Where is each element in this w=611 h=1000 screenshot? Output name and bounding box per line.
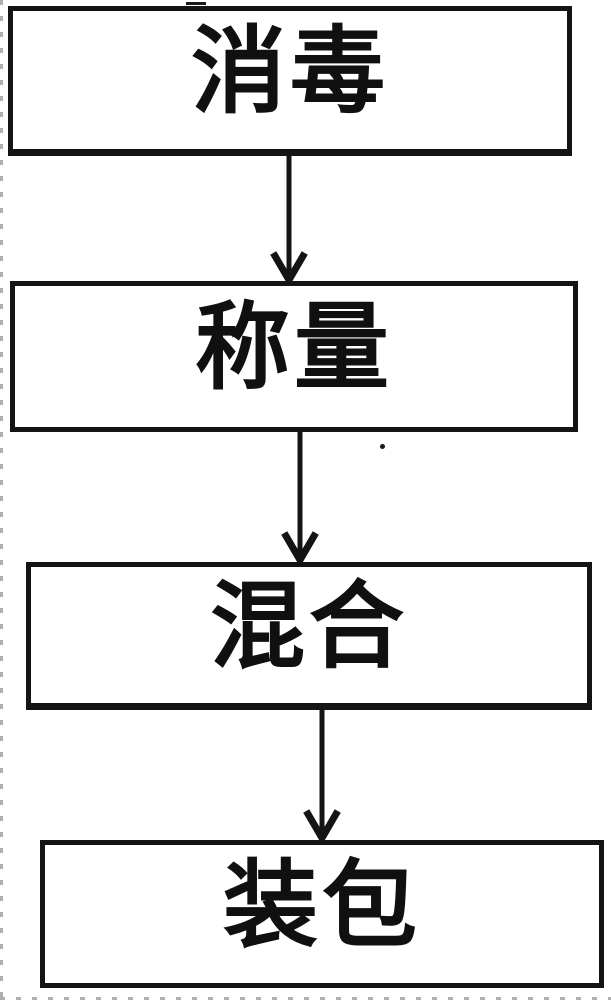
step-label-weigh: 称量 [194,292,393,403]
scan-speck [380,444,385,449]
step-label-mix: 混合 [209,570,408,682]
scan-speck [186,2,206,5]
step-box-disinfect: 消毒 [8,6,572,156]
arrow-down-icon [303,710,341,840]
step-box-weigh: 称量 [10,281,578,432]
arrow-down-icon [270,154,308,282]
step-box-mix: 混合 [26,562,592,710]
arrow-down-icon [281,432,319,562]
step-label-disinfect: 消毒 [190,15,389,127]
scan-edge-left-marks [0,0,3,1000]
step-label-pack: 装包 [222,849,421,961]
scan-edge-bottom-marks [0,997,611,1000]
step-box-pack: 装包 [40,840,604,988]
